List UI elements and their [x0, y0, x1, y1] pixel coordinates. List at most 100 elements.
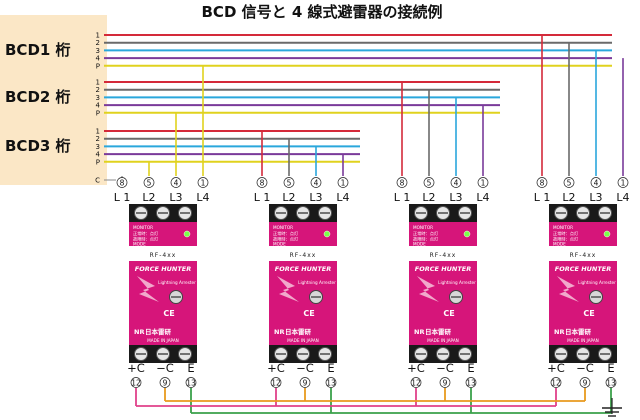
monitor-label: MONITOR: [413, 225, 433, 230]
model-number: RF‐4xx: [290, 252, 317, 259]
terminal-circle-top: [536, 177, 548, 188]
terminal-number-bottom: 9: [303, 378, 308, 387]
terminal-circle-bottom: [270, 377, 282, 388]
terminal-label-top-L2: L2: [282, 191, 295, 204]
terminal-number-top: 5: [567, 178, 572, 187]
arrester-4: 8L 15L24L31L4MONITOR正常時：点灯故障時：点灯MODERF‐4…: [534, 35, 630, 413]
terminal-label-bottom: +C: [127, 361, 145, 375]
common-line-label: C: [95, 177, 100, 185]
terminal-label-top-L1: L 1: [114, 191, 131, 204]
terminal-circle-bottom: [130, 377, 142, 388]
bcd3-line-label-1: 1: [96, 128, 100, 136]
bcd1-line-label-2: 2: [96, 39, 100, 47]
terminal-label-top-L4: L4: [476, 191, 489, 204]
bcd1-line-label-3: 3: [96, 47, 100, 55]
brand-logo: FORCE HUNTER: [135, 265, 191, 273]
monitor-led-icon: [603, 230, 611, 238]
terminal-circle-top: [197, 177, 209, 188]
terminal-circle-top: [450, 177, 462, 188]
model-number: RF‐4xx: [570, 252, 597, 259]
ce-mark: CE: [303, 309, 314, 318]
model-number: RF‐4xx: [430, 252, 457, 259]
terminal-number-bottom: 12: [411, 378, 421, 387]
maker-name: 日本雷研: [425, 327, 452, 336]
terminal-circle-top: [256, 177, 268, 188]
bcd2-line-label-4: 4: [96, 102, 101, 110]
monitor-led-icon: [463, 230, 471, 238]
terminal-label-bottom: −C: [296, 361, 314, 375]
mode-label: MODE: [133, 242, 146, 247]
monitor-fault-text: 故障時：点灯: [133, 236, 159, 243]
group-label-bcd3: BCD3 桁: [5, 137, 71, 155]
terminal-circle-bottom: [410, 377, 422, 388]
terminal-label-bottom: E: [467, 361, 474, 375]
terminal-number-top: 5: [147, 178, 152, 187]
terminal-label-top-L3: L3: [449, 191, 462, 204]
mode-label: MODE: [553, 242, 566, 247]
bcd1-line-label-4: 4: [96, 55, 101, 63]
terminal-number-bottom: 12: [131, 378, 141, 387]
terminal-number-top: 8: [400, 178, 405, 187]
terminal-circle-top: [477, 177, 489, 188]
monitor-led-icon: [183, 230, 191, 238]
monitor-label: MONITOR: [553, 225, 573, 230]
terminal-label-bottom: −C: [156, 361, 174, 375]
brand-subtitle: Lightning Arrester: [158, 280, 196, 285]
terminal-circle-bottom: [159, 377, 171, 388]
brand-subtitle: Lightning Arrester: [438, 280, 476, 285]
terminal-label-top-L1: L 1: [534, 191, 551, 204]
terminal-label-bottom: −C: [576, 361, 594, 375]
terminal-label-top-L2: L2: [142, 191, 155, 204]
group-label-bcd1: BCD1 桁: [5, 41, 71, 59]
terminal-label-bottom: E: [607, 361, 614, 375]
monitor-normal-text: 正常時：点灯: [133, 230, 159, 237]
terminal-number-bottom: 9: [443, 378, 448, 387]
terminal-number-top: 1: [341, 178, 346, 187]
terminal-number-top: 1: [201, 178, 206, 187]
brand-logo: FORCE HUNTER: [415, 265, 471, 273]
ce-mark: CE: [163, 309, 174, 318]
terminal-number-top: 8: [540, 178, 545, 187]
monitor-fault-text: 故障時：点灯: [273, 236, 299, 243]
brand-logo: FORCE HUNTER: [275, 265, 331, 273]
bcd2-line-label-P: P: [96, 109, 100, 117]
lightning-bolt-icon: [557, 276, 579, 302]
mode-label: MODE: [413, 242, 426, 247]
made-in-japan: MADE IN JAPAN: [147, 338, 179, 343]
terminal-label-bottom: +C: [547, 361, 565, 375]
diagram-title: BCD 信号と 4 線式避雷器の接続例: [202, 3, 443, 21]
device-body: [269, 261, 337, 345]
lightning-bolt-icon: [417, 276, 439, 302]
terminal-label-top-L3: L3: [169, 191, 182, 204]
terminal-number-bottom: 13: [186, 378, 196, 387]
monitor-fault-text: 故障時：点灯: [553, 236, 579, 243]
made-in-japan: MADE IN JAPAN: [287, 338, 319, 343]
terminal-number-bottom: 13: [606, 378, 616, 387]
terminal-number-top: 8: [120, 178, 125, 187]
terminal-label-bottom: E: [187, 361, 194, 375]
bcd1-line-label-P: P: [96, 62, 100, 70]
terminal-circle-bottom: [579, 377, 591, 388]
maker-name: 日本雷研: [285, 327, 312, 336]
bcd3-line-label-4: 4: [96, 151, 101, 159]
terminal-circle-bottom: [325, 377, 337, 388]
terminal-label-bottom: +C: [267, 361, 285, 375]
terminal-circle-top: [590, 177, 602, 188]
monitor-fault-text: 故障時：点灯: [413, 236, 439, 243]
maker-name: 日本雷研: [145, 327, 172, 336]
monitor-led-icon: [323, 230, 331, 238]
monitor-normal-text: 正常時：点灯: [273, 230, 299, 237]
bcd3-line-label-P: P: [96, 158, 100, 166]
terminal-circle-bottom: [439, 377, 451, 388]
terminal-circle-bottom: [465, 377, 477, 388]
terminal-number-top: 1: [621, 178, 626, 187]
lightning-bolt-icon: [277, 276, 299, 302]
terminal-number-top: 5: [287, 178, 292, 187]
bcd3-line-label-3: 3: [96, 143, 100, 151]
terminal-circle-top: [116, 177, 128, 188]
terminal-number-bottom: 12: [551, 378, 561, 387]
made-in-japan: MADE IN JAPAN: [427, 338, 459, 343]
terminal-number-top: 8: [260, 178, 265, 187]
